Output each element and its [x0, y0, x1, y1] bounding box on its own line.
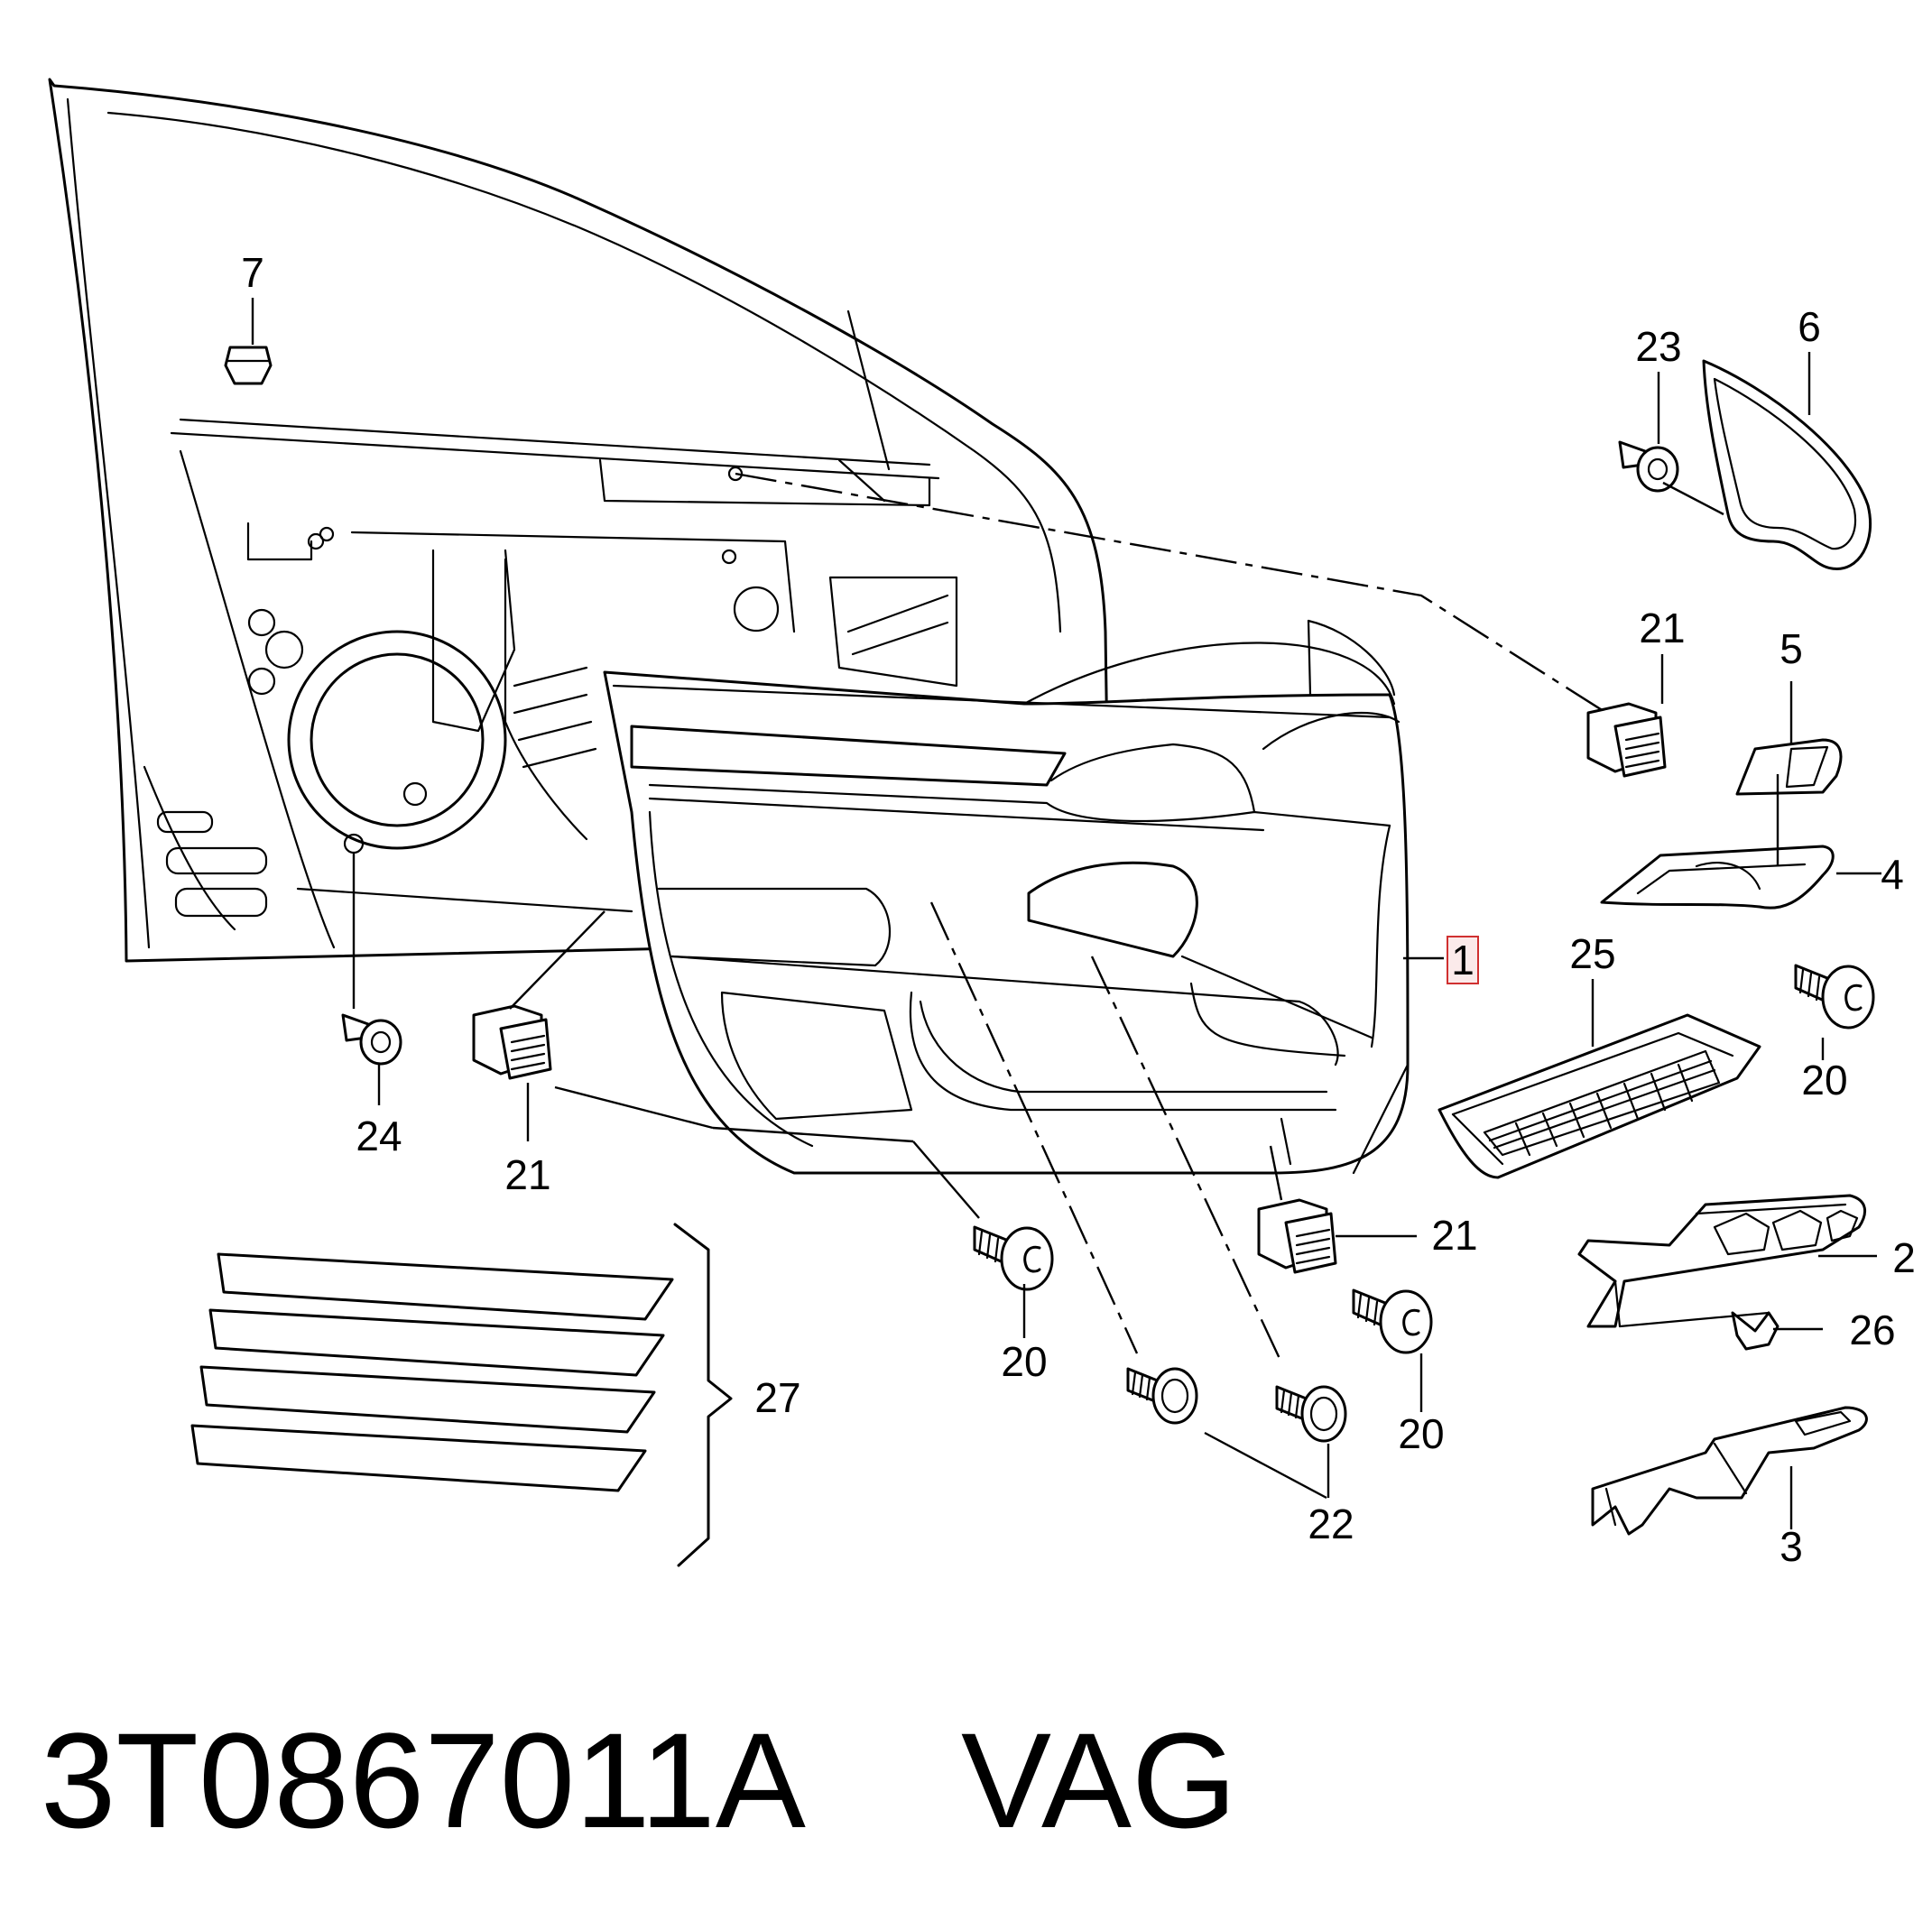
- callout-20-bottom-left: 20: [1001, 1338, 1047, 1385]
- callout-24: 24: [356, 1113, 402, 1159]
- callout-27: 27: [754, 1374, 800, 1421]
- callout-21-bottom: 21: [1431, 1212, 1477, 1259]
- trim-clip-21-right: [1586, 702, 1667, 778]
- callout-20-bottom-right: 20: [1398, 1410, 1444, 1457]
- part-2-switch-trim: [1577, 1194, 1867, 1328]
- callout-1: 1: [1451, 937, 1474, 983]
- callout-25: 25: [1569, 930, 1615, 977]
- callout-7: 7: [241, 249, 264, 296]
- screw-20-right: [1794, 964, 1875, 1030]
- part-number-label: 3T0867011A: [41, 1704, 806, 1856]
- screw-20-bottom-left: [973, 1225, 1054, 1291]
- screw-22-right: [1275, 1385, 1347, 1443]
- callout-23: 23: [1635, 323, 1681, 370]
- callout-22: 22: [1308, 1501, 1354, 1547]
- leader-lines: [251, 298, 1881, 1529]
- callout-26: 26: [1849, 1307, 1895, 1353]
- callout-4: 4: [1881, 851, 1904, 898]
- brand-label: VAG: [961, 1704, 1237, 1856]
- clip-23: [1618, 440, 1679, 493]
- callout-21-left: 21: [504, 1151, 550, 1198]
- fastener-group: [224, 346, 1875, 1443]
- callout-2: 2: [1892, 1234, 1916, 1281]
- part-5-trim: [1735, 738, 1843, 796]
- callout-labels: 1 2 3 4 5 6 7 20 20 20 21 21 21 22 23 24…: [241, 249, 1916, 1570]
- highlight-box-part-1: [1447, 936, 1479, 984]
- part-25-grille: [1437, 1013, 1761, 1179]
- trim-clip-21-left: [472, 1004, 552, 1080]
- callout-5: 5: [1779, 625, 1803, 672]
- assembly-lines: [735, 472, 1607, 1363]
- callout-3: 3: [1779, 1523, 1803, 1570]
- screw-20-bottom-right: [1352, 1288, 1433, 1354]
- part-26-clip: [1731, 1311, 1779, 1351]
- part-4-handle-trim: [1600, 845, 1835, 910]
- plug-7: [224, 346, 273, 385]
- door-trim-panel: [603, 619, 1410, 1175]
- moulding-strips: [190, 1223, 733, 1567]
- part-6-cover: [1702, 359, 1872, 570]
- part-3-switch-bezel: [1591, 1406, 1868, 1536]
- door-shell: [48, 78, 1112, 963]
- clip-24: [341, 1013, 402, 1066]
- trim-clip-21-bottom: [1257, 1198, 1337, 1274]
- callout-6: 6: [1798, 303, 1821, 350]
- callout-20-right: 20: [1801, 1057, 1847, 1104]
- callout-21-right: 21: [1639, 605, 1685, 651]
- screw-22-left: [1126, 1367, 1198, 1425]
